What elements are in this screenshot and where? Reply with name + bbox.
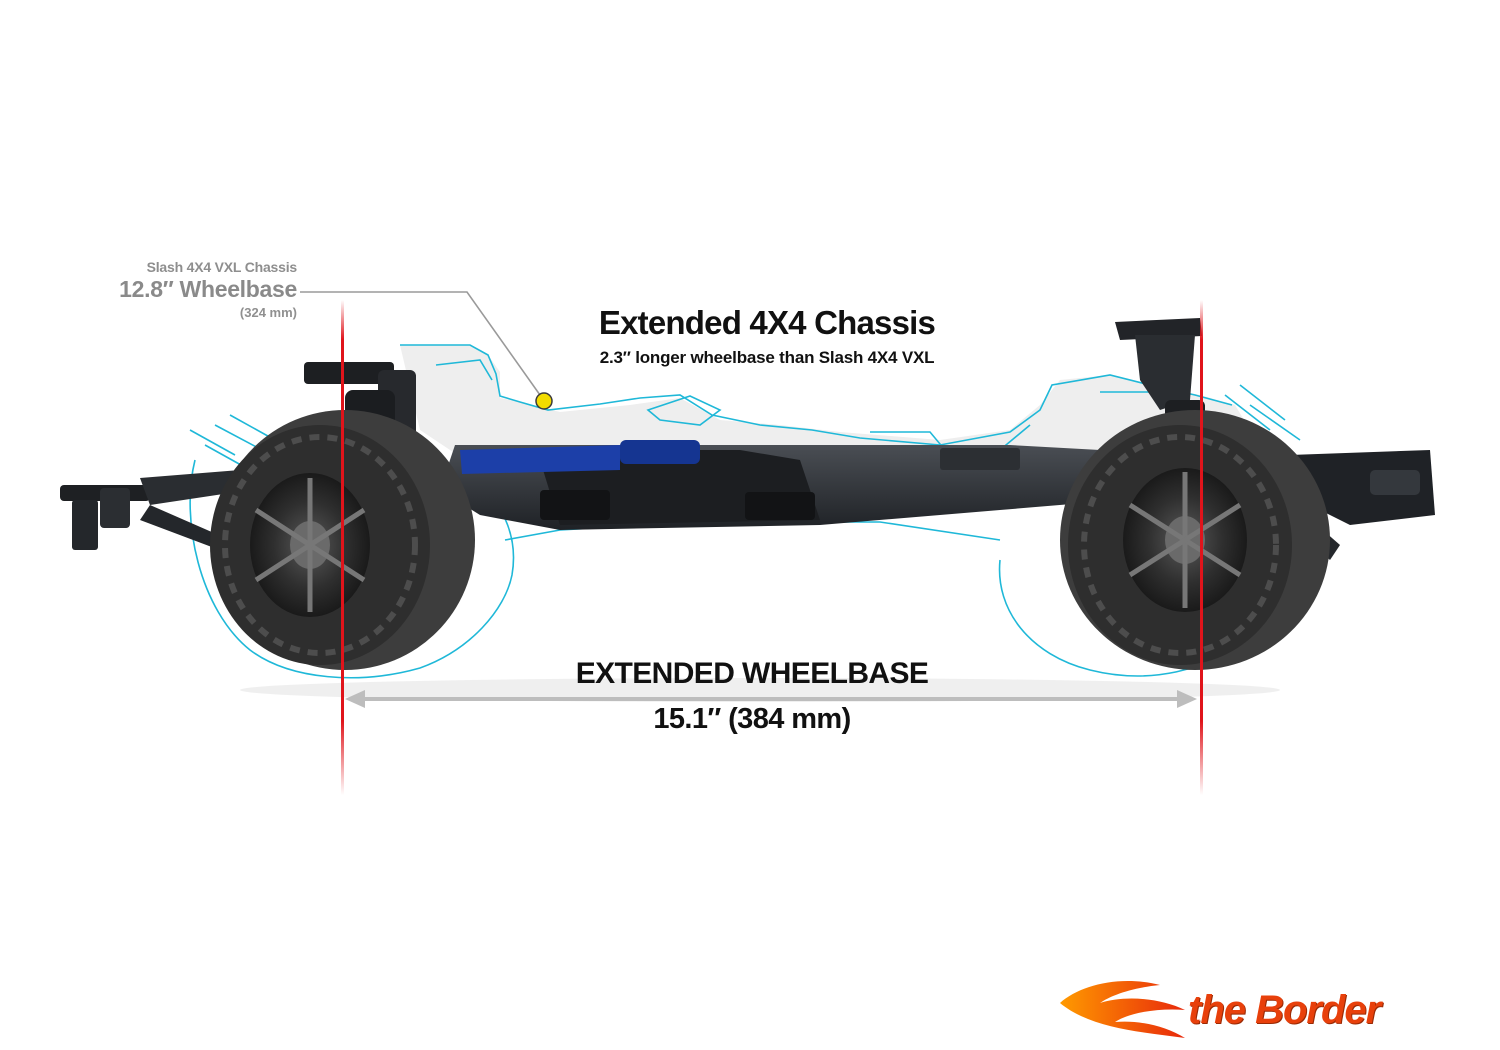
- callout-dot: [535, 392, 553, 410]
- old-wheelbase-mm: (324 mm): [239, 305, 297, 320]
- rear-axle-line: [1200, 300, 1203, 795]
- chassis-subtitle: 2.3″ longer wheelbase than Slash 4X4 VXL: [599, 348, 935, 367]
- old-wheelbase-leader: [300, 291, 541, 396]
- rear-wheel: [1060, 410, 1330, 670]
- flame-icon: [1060, 981, 1185, 1038]
- logo-text: the Border: [1188, 988, 1381, 1032]
- body-ghost-silhouette: [400, 345, 1250, 470]
- ground-shadow: [240, 678, 1280, 702]
- old-wheelbase-label: 12.8″ Wheelbase: [119, 276, 297, 302]
- front-axle-line: [341, 300, 344, 795]
- the-border-logo: [1060, 981, 1185, 1038]
- front-bumper-assembly: [60, 470, 250, 552]
- front-wheel: [210, 410, 475, 670]
- old-chassis-caption: Slash 4X4 VXL Chassis: [146, 259, 298, 275]
- chassis-title: Extended 4X4 Chassis: [598, 304, 936, 341]
- logo-wordmark: the Border: [1188, 988, 1488, 1038]
- main-frame: [440, 440, 1130, 530]
- extended-wheelbase-label: EXTENDED WHEELBASE: [575, 657, 929, 690]
- dimension-arrow: [345, 690, 1197, 708]
- extended-wheelbase-value: 15.1″ (384 mm): [653, 703, 851, 735]
